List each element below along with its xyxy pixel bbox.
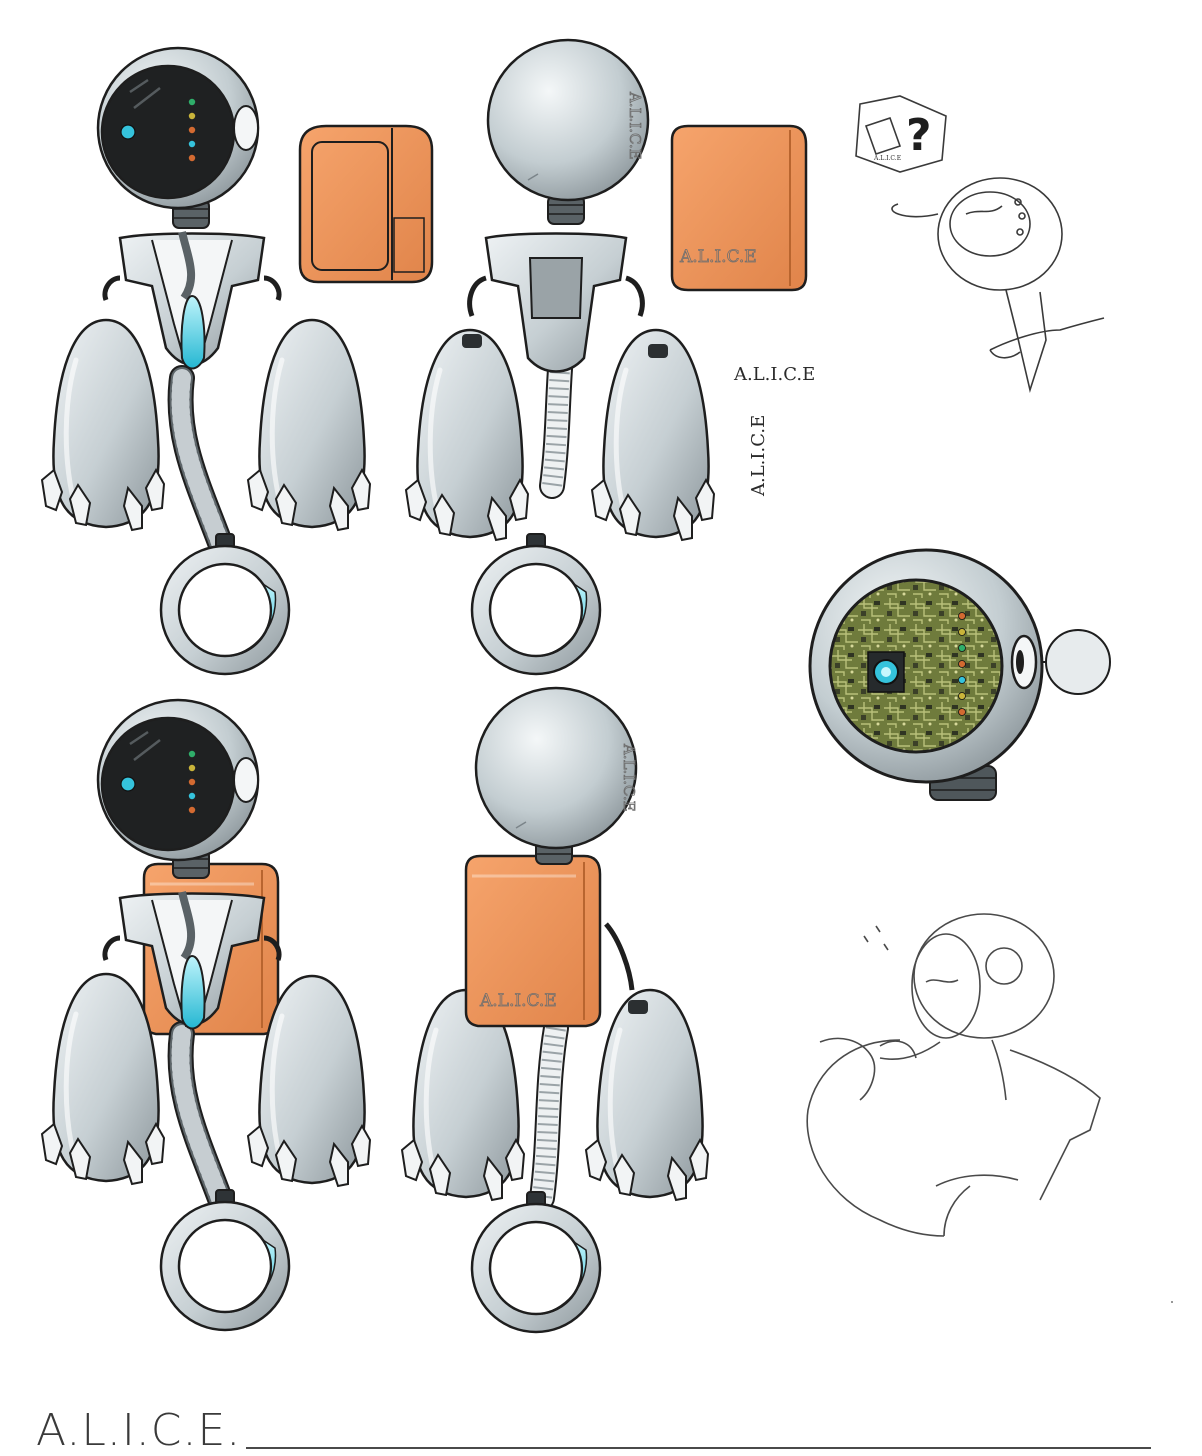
backpack-back-view xyxy=(670,124,808,292)
backpack-back-stamp: A.L.I.C.E xyxy=(679,247,757,267)
backpack-side-view xyxy=(298,124,434,284)
backpack-worn-stamp: A.L.I.C.E xyxy=(479,991,557,1011)
sketch-confused-head xyxy=(855,95,1105,394)
speck xyxy=(1171,1301,1173,1303)
sheet-title: A.L.I.C.E. xyxy=(36,1405,242,1456)
question-mark: ? xyxy=(906,110,932,161)
robot-front-view-with-pack xyxy=(42,698,370,1332)
stamp-vertical: A.L.I.C.E xyxy=(748,415,769,497)
head-back-stamp: A.L.I.C.E xyxy=(626,91,644,160)
signature-line xyxy=(246,1447,1151,1449)
stamp-horizontal: A.L.I.C.E xyxy=(733,364,815,385)
robot-back-view xyxy=(406,38,714,676)
head-back-stamp-2: A.L.I.C.E xyxy=(620,743,638,812)
sketch-crying-robot xyxy=(806,913,1101,1237)
circuit-head-detail xyxy=(808,548,1111,801)
robot-back-view-with-pack xyxy=(402,686,708,1334)
sketch-box-label: A.L.I.C.E xyxy=(873,155,901,162)
